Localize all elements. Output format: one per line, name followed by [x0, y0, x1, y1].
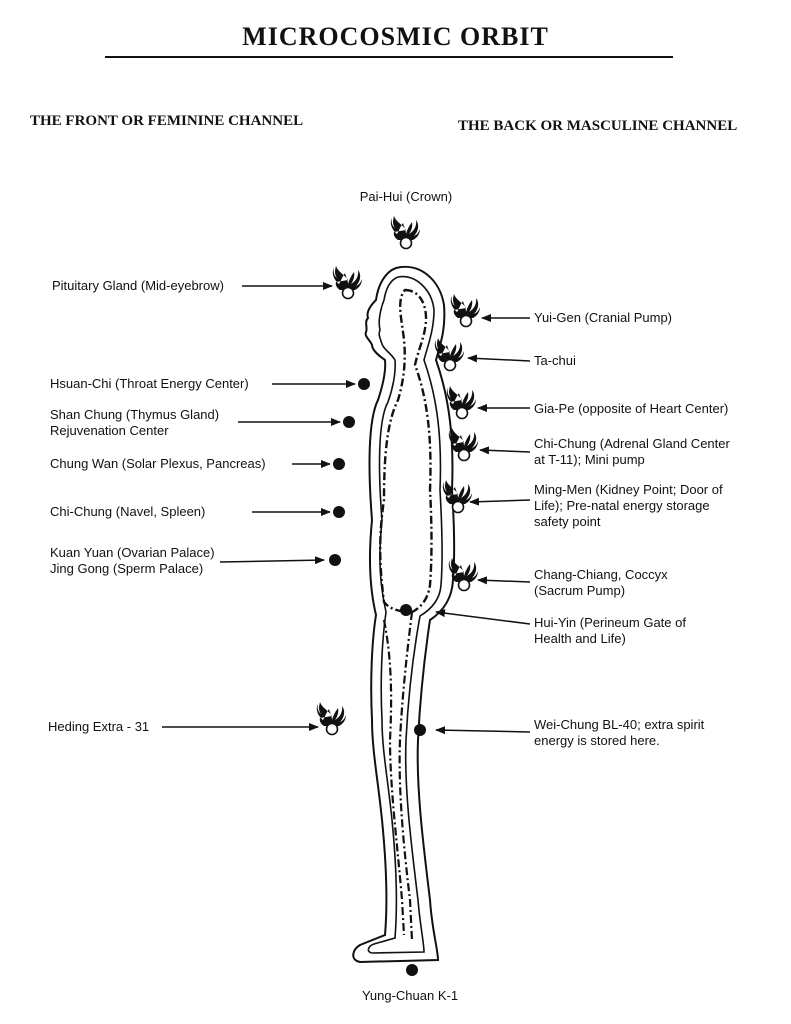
flame-icon-gia-pe — [446, 385, 477, 420]
label-wei-chung: Wei-Chung BL-40; extra spirit energy is … — [534, 717, 704, 749]
label-chi-chung-adrenal: Chi-Chung (Adrenal Gland Center at T-11)… — [534, 436, 730, 468]
flame-icon-ta-chui — [434, 337, 465, 372]
label-ming-men-line2: Life); Pre-natal energy storage — [534, 498, 710, 513]
label-gia-pe: Gia-Pe (opposite of Heart Center) — [534, 401, 729, 416]
label-shan-chung: Shan Chung (Thymus Gland) Rejuvenation C… — [50, 407, 219, 439]
label-yung-chuan: Yung-Chuan K-1 — [361, 988, 459, 1003]
label-shan-chung-line2: Rejuvenation Center — [50, 423, 169, 438]
point-dot-icon-yung-chuan — [406, 964, 418, 976]
label-wei-chung-line2: energy is stored here. — [534, 733, 660, 748]
label-heding: Heding Extra - 31 — [48, 719, 150, 734]
label-chi-chung-adrenal-line2: at T-11); Mini pump — [534, 452, 645, 467]
flame-icon-pituitary — [332, 265, 363, 300]
flame-icon-pai-hui — [390, 215, 421, 250]
label-hui-yin: Hui-Yin (Perineum Gate of Health and Lif… — [534, 615, 686, 647]
point-dot-icon-hui-yin — [400, 604, 412, 616]
label-ming-men: Ming-Men (Kidney Point; Door of Life); P… — [534, 482, 723, 530]
title-rule — [105, 56, 673, 58]
point-dot-icon-wei-chung — [414, 724, 426, 736]
flame-icon-ming-men — [442, 479, 473, 514]
label-chi-chung-adrenal-line1: Chi-Chung (Adrenal Gland Center — [534, 436, 730, 451]
label-pai-hui: Pai-Hui (Crown) — [359, 189, 453, 204]
label-chang-chiang-line1: Chang-Chiang, Coccyx — [534, 567, 668, 582]
point-dot-icon-shan-chung — [343, 416, 355, 428]
label-hsuan-chi: Hsuan-Chi (Throat Energy Center) — [50, 376, 249, 391]
label-shan-chung-line1: Shan Chung (Thymus Gland) — [50, 407, 220, 422]
body-outline — [352, 265, 456, 964]
label-ming-men-line3: safety point — [534, 514, 601, 529]
leg-channel-path — [382, 611, 414, 941]
label-hui-yin-line2: Health and Life) — [534, 631, 626, 646]
point-dot-icon-chi-chung-navel — [333, 506, 345, 518]
flame-icon-heding — [316, 701, 347, 736]
label-chi-chung-navel: Chi-Chung (Navel, Spleen) — [50, 504, 206, 519]
label-ming-men-line1: Ming-Men (Kidney Point; Door of — [534, 482, 723, 497]
back-channel-heading: THE BACK OR MASCULINE CHANNEL — [458, 118, 738, 134]
point-dot-icon-kuan-yuan — [329, 554, 341, 566]
label-kuan-yuan-line1: Kuan Yuan (Ovarian Palace) — [50, 545, 215, 560]
label-kuan-yuan: Kuan Yuan (Ovarian Palace) Jing Gong (Sp… — [50, 545, 215, 577]
page-title: MICROCOSMIC ORBIT — [242, 22, 549, 51]
label-kuan-yuan-line2: Jing Gong (Sperm Palace) — [50, 561, 204, 576]
point-dot-icon-hsuan-chi — [358, 378, 370, 390]
label-hui-yin-line1: Hui-Yin (Perineum Gate of — [534, 615, 686, 630]
label-pituitary: Pituitary Gland (Mid-eyebrow) — [52, 278, 224, 293]
label-chang-chiang-line2: (Sacrum Pump) — [534, 583, 626, 598]
label-yui-gen: Yui-Gen (Cranial Pump) — [534, 310, 672, 325]
body-inner-outline — [367, 275, 443, 954]
label-chung-wan: Chung Wan (Solar Plexus, Pancreas) — [50, 456, 266, 471]
label-chang-chiang: Chang-Chiang, Coccyx (Sacrum Pump) — [534, 567, 668, 599]
flame-icon-yui-gen — [450, 293, 481, 328]
point-dot-icon-chung-wan — [333, 458, 345, 470]
label-wei-chung-line1: Wei-Chung BL-40; extra spirit — [534, 717, 705, 732]
front-channel-heading: THE FRONT OR FEMININE CHANNEL — [30, 113, 304, 129]
orbit-channel-path — [379, 288, 433, 614]
label-ta-chui: Ta-chui — [534, 353, 576, 368]
